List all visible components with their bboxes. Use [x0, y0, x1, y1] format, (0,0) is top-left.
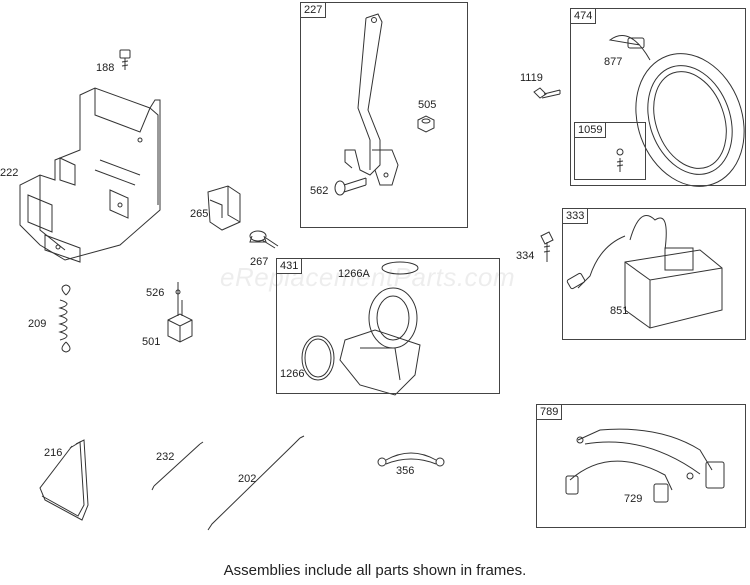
- part-label-851: 851: [610, 305, 629, 317]
- harness-789-drawing: [565, 428, 725, 503]
- frame-label-789: 789: [536, 404, 563, 420]
- bolt-1119-drawing: [533, 87, 561, 99]
- part-label-1266: 1266: [280, 368, 305, 380]
- frame-789: 789: [536, 404, 746, 528]
- clip-265-drawing: [207, 185, 241, 231]
- part-label-729: 729: [624, 493, 643, 505]
- intake-431-drawing: [301, 261, 421, 396]
- rod-202-drawing: [207, 435, 305, 531]
- part-label-216: 216: [44, 447, 63, 459]
- bolt-267-drawing: [249, 230, 279, 249]
- part-label-232: 232: [156, 451, 175, 463]
- part-label-562: 562: [310, 185, 329, 197]
- part-label-505: 505: [418, 99, 437, 111]
- part-label-265: 265: [190, 208, 209, 220]
- part-label-526: 526: [146, 287, 165, 299]
- part-label-356: 356: [396, 465, 415, 477]
- screw-188-drawing: [119, 49, 131, 70]
- frame-label-1059: 1059: [574, 122, 607, 138]
- footer-note: Assemblies include all parts shown in fr…: [223, 562, 527, 579]
- part-label-334: 334: [516, 250, 535, 262]
- nut-505-drawing: [417, 115, 435, 133]
- part-label-209: 209: [28, 318, 47, 330]
- frame-227: 227: [300, 2, 468, 228]
- control-bracket-drawing: [19, 87, 161, 263]
- frame-333: 333: [562, 208, 746, 340]
- frame-474: 474: [570, 8, 746, 186]
- part-label-877: 877: [604, 56, 623, 68]
- part-label-1266A: 1266A: [338, 268, 370, 280]
- spring-209-drawing: [58, 284, 71, 353]
- part-label-188: 188: [96, 62, 115, 74]
- part-label-222: 222: [0, 167, 19, 179]
- frame-label-474: 474: [570, 8, 597, 24]
- frame-431: 431: [276, 258, 500, 394]
- lever-227-drawing: [344, 13, 399, 186]
- part-label-1119: 1119: [520, 72, 543, 84]
- frame-1059: 1059: [574, 122, 646, 180]
- frame-label-431: 431: [276, 258, 303, 274]
- coil-333-drawing: [566, 215, 723, 329]
- stator-474-drawing: [608, 35, 745, 187]
- screw-1059-drawing: [616, 148, 624, 172]
- part-label-202: 202: [238, 473, 257, 485]
- part-label-267: 267: [250, 256, 269, 268]
- frame-label-333: 333: [562, 208, 589, 224]
- switch-501-drawing: [167, 282, 193, 343]
- frame-label-227: 227: [300, 2, 327, 18]
- rod-216-drawing: [39, 439, 89, 521]
- link-232-drawing: [151, 441, 204, 491]
- wire-356-drawing: [377, 452, 445, 467]
- part-label-501: 501: [142, 336, 161, 348]
- watermark: eReplacementParts.com: [220, 262, 516, 292]
- screw-562-drawing: [334, 177, 367, 196]
- screw-334-drawing: [540, 231, 554, 262]
